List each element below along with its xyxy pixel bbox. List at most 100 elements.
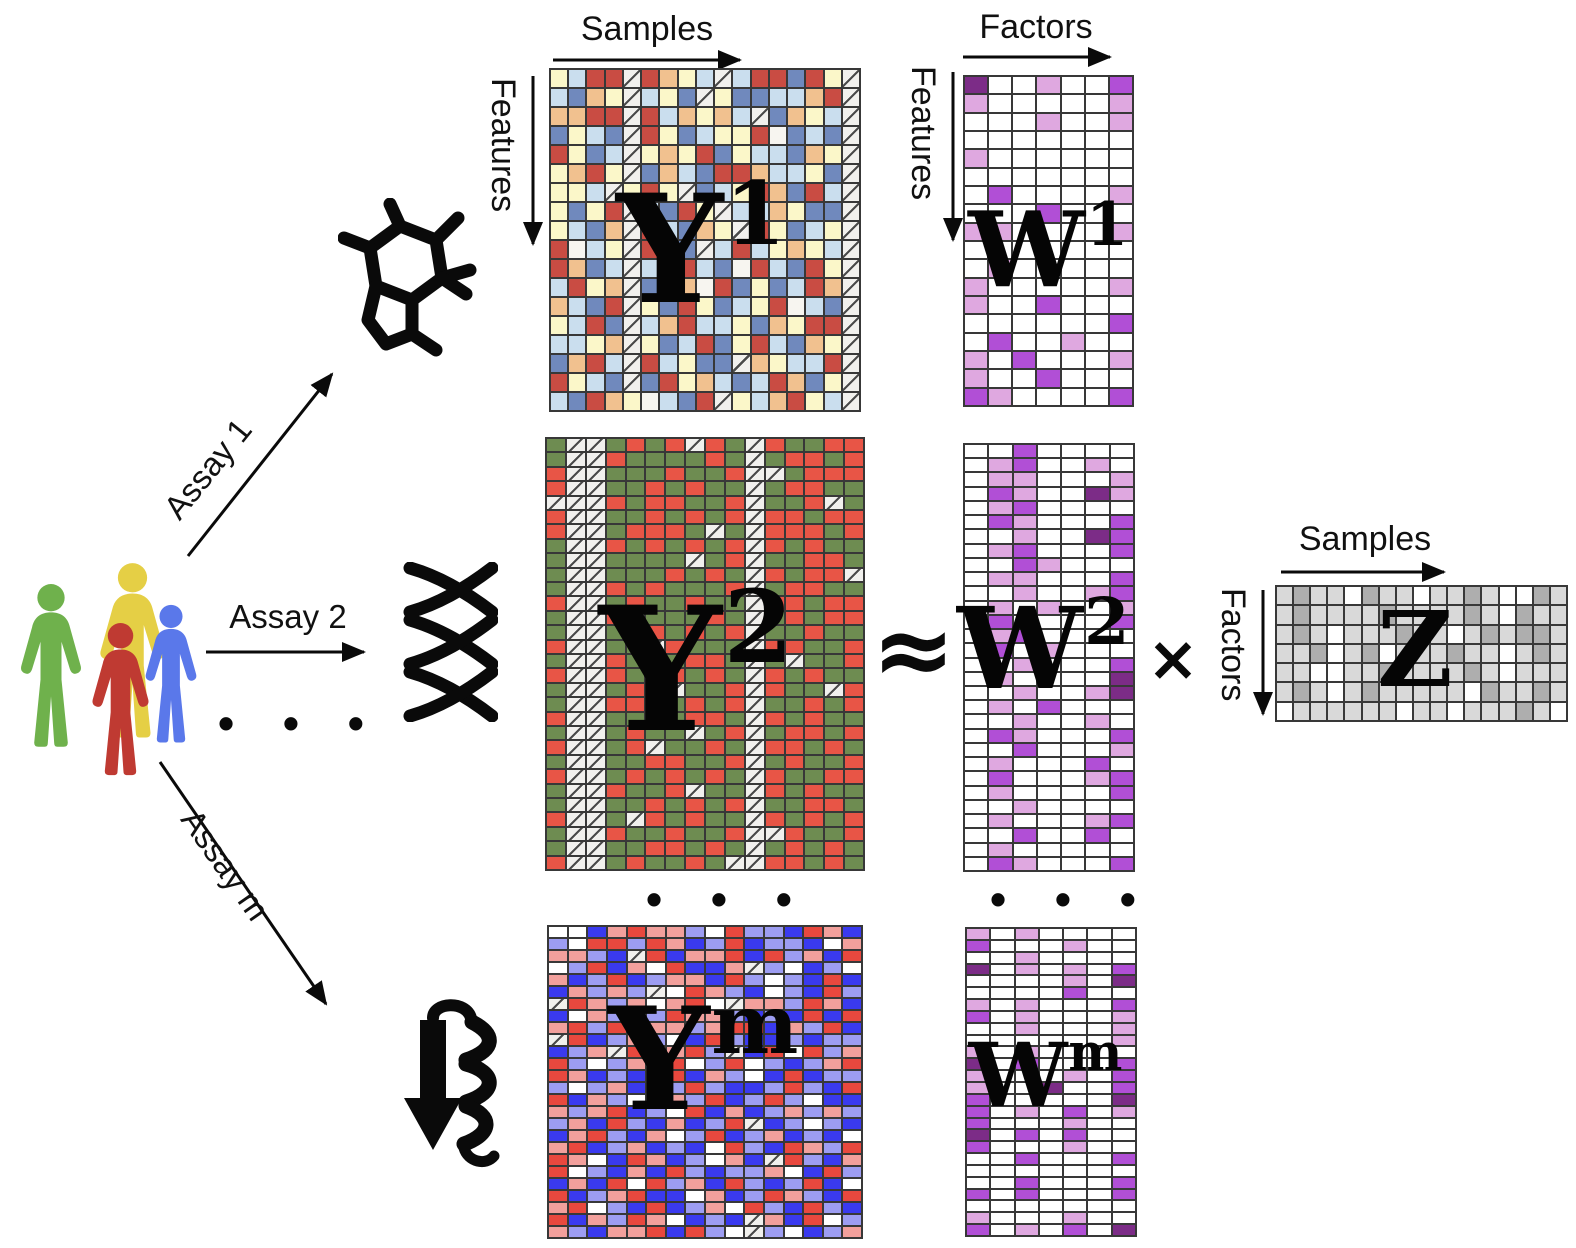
matrix-cell xyxy=(706,963,724,973)
matrix-cell xyxy=(1086,516,1109,529)
matrix-cell xyxy=(1431,664,1447,682)
matrix-cell xyxy=(1062,729,1085,742)
matrix-cell xyxy=(725,1191,744,1201)
matrix-cell xyxy=(745,1155,763,1165)
matrix-cell xyxy=(745,482,764,495)
matrix-cell xyxy=(1039,929,1063,939)
matrix-cell xyxy=(696,89,714,106)
matrix-cell xyxy=(706,951,724,961)
matrix-cell xyxy=(686,554,704,567)
matrix-cell xyxy=(1062,815,1085,828)
matrix-cell xyxy=(1110,459,1133,472)
matrix-cell xyxy=(566,784,585,797)
matrix-cell xyxy=(845,669,863,682)
matrix-cell xyxy=(806,298,823,315)
matrix-cell xyxy=(1112,1213,1135,1224)
matrix-cell xyxy=(1037,168,1060,185)
matrix-cell xyxy=(725,1107,744,1117)
matrix-cell xyxy=(1086,573,1109,586)
matrix-cell xyxy=(606,582,625,596)
matrix-cell xyxy=(1013,843,1036,856)
matrix-cell xyxy=(642,241,659,258)
matrix-cell xyxy=(568,1119,587,1129)
matrix-cell xyxy=(627,927,646,937)
matrix-cell xyxy=(666,582,685,596)
matrix-cell xyxy=(606,568,625,581)
matrix-cell xyxy=(745,798,764,812)
matrix-cell xyxy=(1037,729,1061,742)
matrix-cell xyxy=(825,698,844,711)
matrix-cell xyxy=(991,1165,1014,1176)
matrix-cell xyxy=(725,582,744,596)
matrix-cell xyxy=(965,77,988,94)
matrix-cell xyxy=(642,222,659,239)
matrix-cell xyxy=(842,336,859,353)
matrix-cell xyxy=(666,683,685,697)
matrix-cell xyxy=(823,1227,842,1237)
matrix-cell xyxy=(765,784,784,797)
matrix-cell xyxy=(823,1083,842,1093)
matrix-cell xyxy=(733,279,750,296)
matrix-cell xyxy=(1062,857,1085,870)
matrix-cell xyxy=(805,856,824,869)
matrix-cell xyxy=(587,336,604,353)
matrix-cell xyxy=(1062,487,1085,500)
matrix-cell xyxy=(587,355,604,372)
matrix-cell xyxy=(686,640,704,653)
matrix-cell xyxy=(805,842,824,855)
matrix-cell xyxy=(824,393,841,410)
matrix-cell xyxy=(569,374,586,391)
matrix-cell xyxy=(569,279,586,296)
matrix-cell xyxy=(706,597,724,610)
matrix-cell xyxy=(706,827,724,841)
matrix-cell xyxy=(1499,664,1515,682)
matrix-cell xyxy=(1061,223,1084,240)
matrix-cell xyxy=(666,1083,685,1093)
matrix-cell xyxy=(745,856,764,869)
matrix-cell xyxy=(1086,686,1109,700)
matrix-cell xyxy=(706,654,724,668)
matrix-cell xyxy=(626,597,645,610)
matrix-cell xyxy=(745,626,764,639)
matrix-cell xyxy=(686,1083,704,1093)
matrix-cell xyxy=(627,1107,646,1117)
matrix-cell xyxy=(965,644,988,657)
matrix-cell xyxy=(764,1071,783,1081)
matrix-cell xyxy=(1086,715,1109,728)
matrix-cell xyxy=(745,654,764,668)
matrix-cell xyxy=(1039,1047,1063,1058)
matrix-cell xyxy=(566,698,585,711)
matrix-cell xyxy=(647,939,665,949)
matrix-cell xyxy=(666,626,685,639)
matrix-cell xyxy=(804,1035,822,1045)
matrix-cell xyxy=(678,241,695,258)
matrix-cell xyxy=(784,1143,803,1153)
matrix-cell xyxy=(666,482,685,495)
matrix-cell xyxy=(965,672,988,685)
matrix-cell xyxy=(646,568,665,581)
matrix-cell xyxy=(1064,929,1087,939)
matrix-cell xyxy=(686,1023,704,1033)
matrix-cell xyxy=(1085,187,1108,204)
matrix-cell xyxy=(647,927,665,937)
matrix-cell xyxy=(804,1191,822,1201)
matrix-cell xyxy=(623,70,641,87)
matrix-cell xyxy=(605,203,622,220)
matrix-cell xyxy=(843,1035,861,1045)
matrix-cell xyxy=(845,510,863,524)
matrix-cell xyxy=(1088,1213,1111,1224)
matrix-cell xyxy=(1062,530,1085,543)
matrix-cell xyxy=(551,241,568,258)
matrix-cell xyxy=(1311,625,1327,643)
matrix-cell xyxy=(1516,587,1532,605)
matrix-cell xyxy=(1037,630,1061,643)
matrix-cell xyxy=(686,1227,704,1237)
matrix-cell xyxy=(1294,587,1310,605)
matrix-cell xyxy=(785,683,804,697)
matrix-cell xyxy=(586,539,605,553)
matrix-cell xyxy=(569,222,586,239)
matrix-cell xyxy=(1482,606,1498,624)
matrix-cell xyxy=(842,222,859,239)
matrix-cell xyxy=(666,1167,685,1177)
